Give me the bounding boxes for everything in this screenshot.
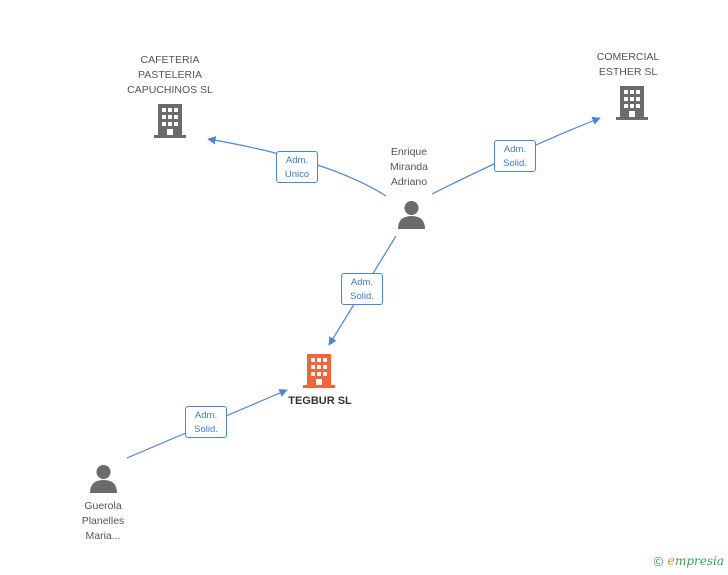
building-icon[interactable] — [154, 104, 186, 138]
person-icon[interactable] — [89, 464, 118, 493]
copyright-icon: © — [653, 554, 664, 569]
node-label-comercial: COMERCIAL ESTHER SL — [596, 51, 660, 78]
person-icon[interactable] — [397, 200, 426, 229]
edge-label-enrique-cafeteria[interactable]: Adm. Unico — [276, 151, 318, 183]
brand-name: empresia — [667, 554, 724, 569]
building-icon[interactable] — [616, 86, 648, 120]
edge-label-enrique-tegbur[interactable]: Adm. Solid. — [341, 273, 383, 305]
node-label-guerola: Guerola Planelles Maria... — [81, 500, 125, 542]
edge-label-guerola-tegbur[interactable]: Adm. Solid. — [185, 406, 227, 438]
node-label-tegbur: TEGBUR SL — [288, 395, 352, 407]
edge-label-enrique-comercial[interactable]: Adm. Solid. — [494, 140, 536, 172]
node-label-enrique: Enrique Miranda Adriano — [390, 146, 428, 188]
brand-logo[interactable]: © empresia — [654, 554, 724, 569]
building-icon[interactable] — [303, 354, 335, 388]
node-label-cafeteria: CAFETERIA PASTELERIA CAPUCHINOS SL — [127, 54, 213, 96]
